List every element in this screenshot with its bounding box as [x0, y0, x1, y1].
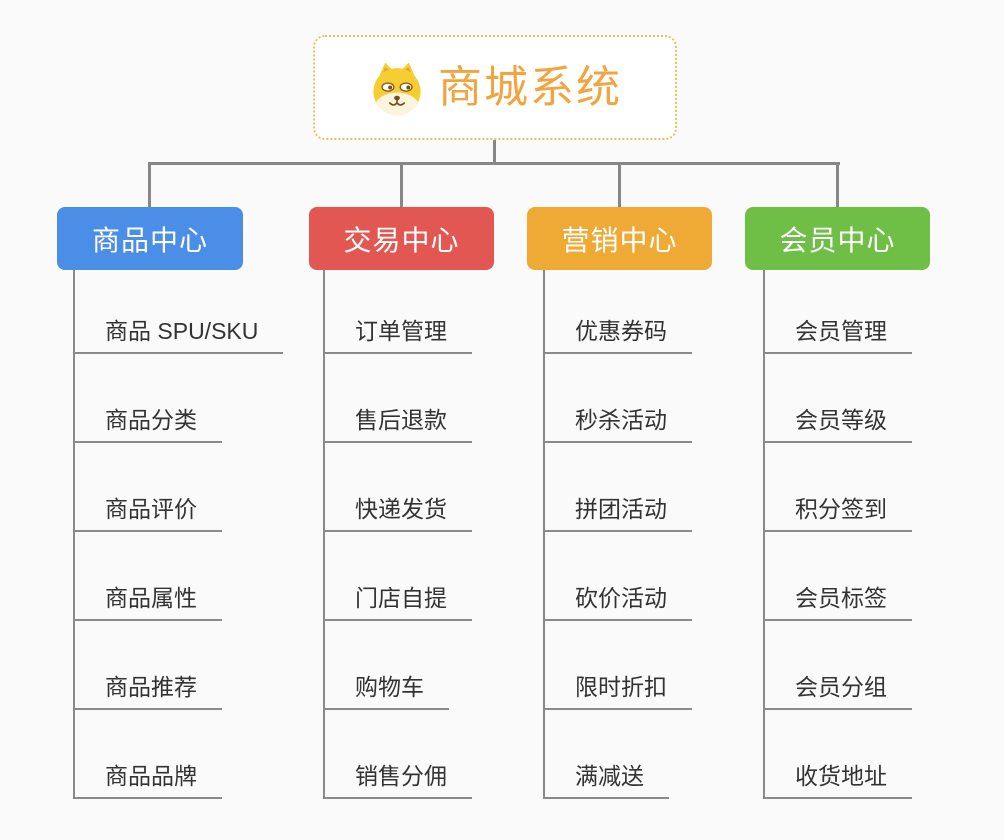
leaf-node[interactable]: 会员分组	[765, 621, 912, 710]
leaf-label: 购物车	[325, 676, 449, 710]
leaf-label: 商品属性	[75, 587, 222, 621]
leaf-label: 限时折扣	[545, 676, 692, 710]
leaf-label: 秒杀活动	[545, 409, 692, 443]
leaf-label: 会员等级	[765, 409, 912, 443]
leaf-label: 积分签到	[765, 498, 912, 532]
leaf-label: 门店自提	[325, 587, 472, 621]
leaf-label: 拼团活动	[545, 498, 692, 532]
leaf-node[interactable]: 商品 SPU/SKU	[75, 270, 284, 354]
leaf-node[interactable]: 优惠券码	[545, 270, 692, 354]
leaf-label: 会员分组	[765, 676, 912, 710]
branch-member-center-children: 会员管理 会员等级 积分签到 会员标签 会员分组 收货地址	[763, 270, 912, 799]
root-title: 商城系统	[438, 62, 622, 112]
leaf-node[interactable]: 门店自提	[325, 532, 472, 621]
leaf-node[interactable]: 订单管理	[325, 270, 472, 354]
leaf-node[interactable]: 商品评价	[75, 443, 283, 532]
leaf-node[interactable]: 会员等级	[765, 354, 912, 443]
leaf-label: 收货地址	[765, 765, 912, 799]
branch-node-trade-center[interactable]: 交易中心	[309, 207, 494, 270]
leaf-node[interactable]: 限时折扣	[545, 621, 692, 710]
leaf-label: 商品分类	[75, 409, 222, 443]
shiba-dog-icon	[373, 62, 421, 115]
leaf-label: 优惠券码	[545, 320, 692, 354]
leaf-node[interactable]: 收货地址	[765, 710, 912, 799]
leaf-node[interactable]: 快递发货	[325, 443, 472, 532]
connector-drop-trade-center	[400, 162, 403, 207]
leaf-node[interactable]: 商品推荐	[75, 621, 283, 710]
branch-product-center-children: 商品 SPU/SKU 商品分类 商品评价 商品属性 商品推荐 商品品牌	[73, 270, 284, 799]
leaf-node[interactable]: 会员管理	[765, 270, 912, 354]
leaf-node[interactable]: 商品分类	[75, 354, 283, 443]
leaf-label: 销售分佣	[325, 765, 472, 799]
branch-label: 交易中心	[343, 224, 460, 256]
leaf-node[interactable]: 砍价活动	[545, 532, 692, 621]
connector-root-stem	[493, 140, 496, 165]
leaf-node[interactable]: 满减送	[545, 710, 692, 799]
root-node[interactable]: 商城系统	[313, 35, 677, 140]
branch-node-product-center[interactable]: 商品中心	[57, 207, 243, 270]
leaf-node[interactable]: 积分签到	[765, 443, 912, 532]
leaf-node[interactable]: 拼团活动	[545, 443, 692, 532]
leaf-label: 商品推荐	[75, 676, 222, 710]
leaf-label: 商品 SPU/SKU	[75, 320, 284, 354]
branch-label: 营销中心	[561, 224, 678, 256]
leaf-label: 订单管理	[325, 320, 472, 354]
branch-label: 会员中心	[779, 224, 896, 256]
leaf-label: 商品品牌	[75, 765, 222, 799]
connector-drop-marketing-center	[618, 162, 621, 207]
branch-trade-center-children: 订单管理 售后退款 快递发货 门店自提 购物车 销售分佣	[323, 270, 472, 799]
branch-label: 商品中心	[91, 224, 208, 256]
leaf-node[interactable]: 秒杀活动	[545, 354, 692, 443]
leaf-label: 砍价活动	[545, 587, 692, 621]
leaf-label: 会员管理	[765, 320, 912, 354]
leaf-node[interactable]: 购物车	[325, 621, 472, 710]
leaf-node[interactable]: 售后退款	[325, 354, 472, 443]
leaf-node[interactable]: 商品属性	[75, 532, 283, 621]
connector-drop-member-center	[836, 162, 839, 207]
leaf-label: 会员标签	[765, 587, 912, 621]
branch-node-marketing-center[interactable]: 营销中心	[527, 207, 712, 270]
leaf-label: 满减送	[545, 765, 669, 799]
leaf-label: 售后退款	[325, 409, 472, 443]
connector-horizontal-bus	[148, 162, 840, 165]
connector-drop-product-center	[148, 162, 151, 207]
branch-marketing-center-children: 优惠券码 秒杀活动 拼团活动 砍价活动 限时折扣 满减送	[543, 270, 692, 799]
branch-node-member-center[interactable]: 会员中心	[745, 207, 930, 270]
leaf-node[interactable]: 销售分佣	[325, 710, 472, 799]
leaf-label: 商品评价	[75, 498, 222, 532]
leaf-node[interactable]: 商品品牌	[75, 710, 283, 799]
leaf-node[interactable]: 会员标签	[765, 532, 912, 621]
leaf-label: 快递发货	[325, 498, 472, 532]
